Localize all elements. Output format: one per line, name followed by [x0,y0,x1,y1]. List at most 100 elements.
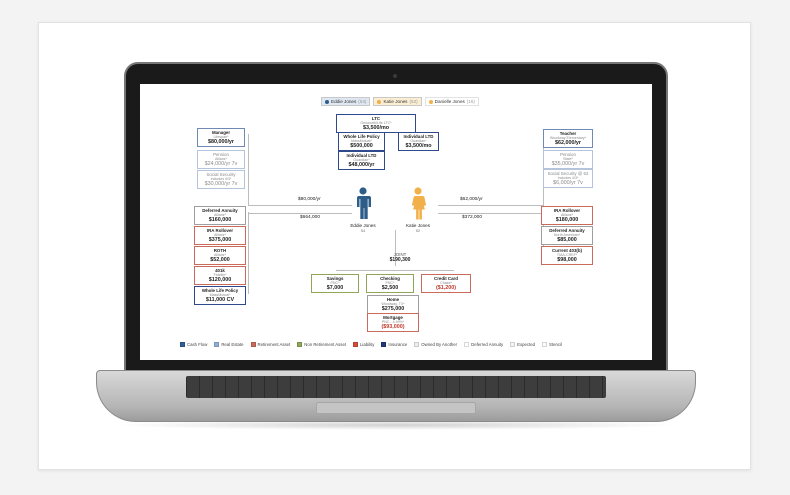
legend-swatch [250,342,256,347]
card-title: Pension [560,152,576,157]
connector-line [248,205,352,206]
card-value: ($1,200) [435,285,457,292]
legend: Cash Flow Real Estate Retirement Asset N… [180,342,562,347]
tab-label: Danielle Jones [434,99,465,104]
card-value: $24,000/yr 7v [204,161,238,168]
asset-card-whole-life-policy[interactable]: Whole Life Policy MassMutual* $11,000 CV [194,286,246,306]
eddie-name: Eddie Jones 54 [343,223,383,233]
legend-item-retirement-asset: Retirement Asset [250,342,290,347]
legend-item-stencil: Stencil [542,342,562,347]
insurance-card-individual-ltd-eddie[interactable]: Individual LTD Guardian* $48,000/yr [338,151,385,171]
tab-eddie[interactable]: Eddie Jones(54) [321,97,371,106]
joint-card-credit-card[interactable]: Credit Card Chase* ($1,200) [421,274,471,294]
card-provider: Includes 4/3* [557,176,579,181]
legend-label: Deferred Annuity [471,342,504,347]
legend-swatch [542,342,548,347]
legend-swatch [414,342,420,347]
joint-label: JOINT [393,252,407,257]
asset-card-deferred-annuity[interactable]: Deferred Annuity North American* $85,000 [541,226,593,246]
male-person-icon[interactable] [354,187,372,221]
legend-label: Insurance [388,342,408,347]
legend-item-deferred-annuity: Deferred Annuity [464,342,503,347]
asset-card-deferred-annuity[interactable]: Deferred Annuity Allianz* $160,000 [194,206,246,226]
tab-label: Eddie Jones [331,99,357,104]
card-value: $3,500/mo [362,125,390,132]
person-age: 54 [360,228,366,233]
card-value: $500,000 [350,143,373,150]
laptop-screen: Eddie Jones(54) Katie Jones(52) Danielle… [140,84,652,360]
legend-label: Stencil [549,342,562,347]
connector-line [248,134,249,206]
card-provider: Includes 4/3* [210,177,232,182]
income-card-manager[interactable]: Manager Lifespan* $80,000/yr [197,128,245,148]
card-value: $160,000 [208,217,232,224]
keyboard [186,376,606,398]
asset-card-401k[interactable]: 401k Fidelity* $120,000 [194,266,246,286]
card-provider: State* [563,157,573,162]
female-avatar-icon [377,99,382,104]
card-provider: Allianz* [215,157,227,162]
card-title: Home [386,297,400,302]
connector-line [438,213,543,214]
joint-card-savings[interactable]: Savings PNC* $7,000 [311,274,359,294]
tab-danielle[interactable]: Danielle Jones(15) [424,97,479,106]
katie-income-total: $62,000/yr [460,197,483,202]
legend-swatch [510,342,516,347]
asset-card-ira-rollover[interactable]: IRA Rollover Allianz* $180,000 [541,206,593,226]
legend-label: Non Retirement Asset [304,342,347,347]
card-value: $6,000/yr 7v [553,180,583,187]
card-provider: MassMutual* [209,293,231,298]
card-title: Deferred Annuity [202,208,238,213]
card-title: Credit Card [434,276,458,281]
legend-swatch [381,342,387,347]
card-value: $11,000 CV [205,297,235,304]
card-provider: PNC* [385,281,395,286]
tab-age: (15) [466,99,475,104]
asset-card-current-403b[interactable]: Current 403(b) TIAA-CREF* $98,000 [541,246,593,266]
card-title: Social Security @ 62 [547,171,589,176]
legend-swatch [353,342,359,347]
joint-card-checking[interactable]: Checking PNC* $2,500 [366,274,414,294]
asset-card-roth[interactable]: ROTH Allianz* $52,000 [194,246,246,266]
legend-item-insurance: Insurance [381,342,407,347]
card-provider: Chase* [440,281,452,286]
card-title: Individual LTD [403,134,434,139]
joint-summary: JOINT $190,300 [370,252,430,263]
family-tabs: Eddie Jones(54) Katie Jones(52) Danielle… [321,97,479,106]
katie-assets-total: $372,000 [462,215,483,220]
insurance-card-whole-life[interactable]: Whole Life Policy MassMutual* $500,000 [338,132,385,152]
insurance-card-individual-ltd-katie[interactable]: Individual LTD Guardian* $3,500/mo [398,132,439,152]
card-title: Mortgage [383,315,403,320]
joint-card-home[interactable]: Home Woodway, TX* $275,000 [367,295,419,315]
card-title: Whole Life Policy [201,288,239,293]
joint-value: $190,300 [389,257,411,263]
income-card-pension[interactable]: Pension Allianz* $24,000/yr 7v [197,150,245,170]
legend-item-real-estate: Real Estate [214,342,244,347]
female-person-icon[interactable] [409,187,427,221]
male-avatar-icon [325,99,329,104]
eddie-income-total: $80,000/yr [298,197,321,202]
card-value: $52,000 [210,257,230,264]
card-provider: TIAA-CREF* [556,253,578,258]
income-card-pension[interactable]: Pension State* $35,000/yr 7v [543,150,593,170]
connector-line [438,205,543,206]
card-provider: North American* [553,233,581,238]
card-title: IRA Rollover [553,208,581,213]
tab-age: (54) [358,99,367,104]
card-value: $180,000 [555,217,579,224]
card-value: $85,000 [557,237,577,244]
legend-label: Expected [517,342,536,347]
asset-card-ira-rollover[interactable]: IRA Rollover Allianz* $375,000 [194,226,246,246]
income-card-social-security[interactable]: Social Security @ 62 Includes 4/3* $6,00… [543,169,593,189]
joint-card-mortgage[interactable]: Mortgage PNC - 4.49%* ($93,000) [367,313,419,333]
legend-item-non-retirement-asset: Non Retirement Asset [297,342,346,347]
card-title: Savings [326,276,344,281]
insurance-card-ltc[interactable]: LTC Genworth/Life LTC* $3,500/mo [336,114,416,134]
income-card-teacher[interactable]: Teacher Woodway Elementary* $62,000/yr [543,129,593,149]
tab-katie[interactable]: Katie Jones(52) [373,97,422,106]
card-provider: Genworth/Life LTC* [360,121,392,126]
card-title: Checking [380,276,400,281]
card-value: $62,000/yr [554,140,582,147]
legend-swatch [297,342,303,347]
income-card-social-security[interactable]: Social Security Includes 4/3* $30,000/yr… [197,170,245,190]
